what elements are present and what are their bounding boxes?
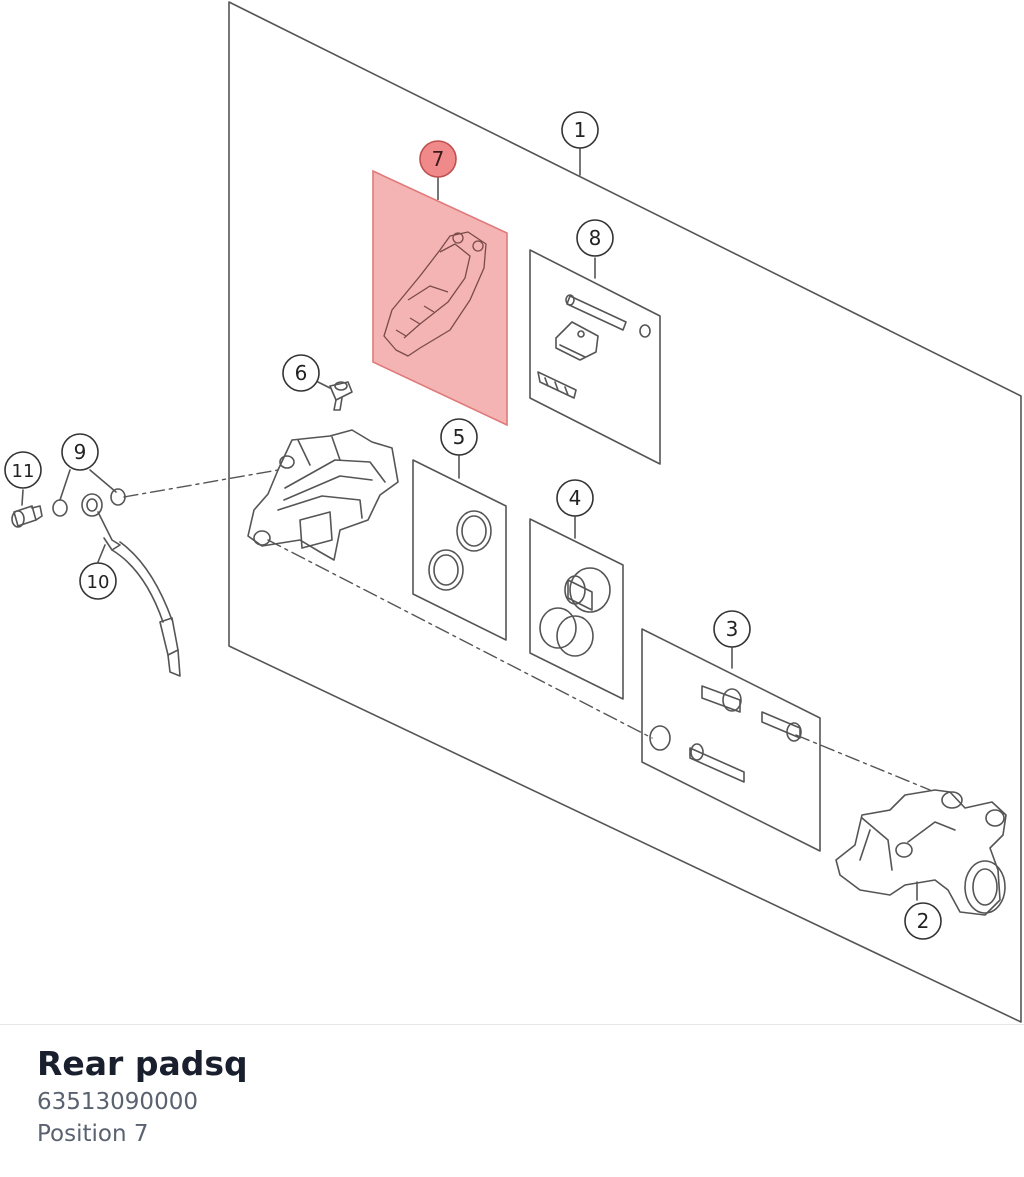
banjo-bolt xyxy=(11,505,43,528)
caliper-housing xyxy=(247,429,399,561)
callout-4-label: 4 xyxy=(569,486,582,510)
callout-5-label: 5 xyxy=(453,425,466,449)
callout-9-label: 9 xyxy=(74,440,87,464)
callout-6-label: 6 xyxy=(295,361,308,385)
caliper-carrier xyxy=(835,789,1007,916)
guide-pins xyxy=(649,685,802,783)
callout-7-label: 7 xyxy=(432,147,445,171)
callout-9[interactable]: 9 xyxy=(61,433,99,471)
callout-7[interactable]: 7 xyxy=(419,140,457,178)
callout-5[interactable]: 5 xyxy=(440,418,478,456)
callout-8-label: 8 xyxy=(589,226,602,250)
brake-pad-kit-highlight[interactable] xyxy=(372,169,508,427)
pistons xyxy=(539,567,611,657)
washer-left xyxy=(52,499,68,517)
callout-8[interactable]: 8 xyxy=(576,219,614,257)
brake-pad-shape xyxy=(383,231,487,357)
part-info-panel: Rear padsq 63513090000 Position 7 xyxy=(37,1042,248,1150)
kit-3-box xyxy=(641,628,821,852)
brake-hose xyxy=(81,493,181,677)
kit-board-outline xyxy=(228,1,1022,1023)
kit-5-box xyxy=(412,459,507,641)
exploded-diagram: 1 2 3 4 5 6 7 8 9 10 11 xyxy=(4,1,1022,1023)
bleeder-screw xyxy=(329,381,353,411)
callout-1[interactable]: 1 xyxy=(561,111,599,149)
callout-10-label: 10 xyxy=(87,572,110,593)
callout-2-label: 2 xyxy=(917,909,930,933)
divider xyxy=(0,1024,1024,1025)
part-position: Position 7 xyxy=(37,1121,149,1147)
callout-1-label: 1 xyxy=(574,118,587,142)
pad-pin-kit xyxy=(537,294,651,399)
callout-4[interactable]: 4 xyxy=(556,479,594,517)
washer-right xyxy=(110,488,126,506)
callout-6[interactable]: 6 xyxy=(282,354,320,392)
callout-2[interactable]: 2 xyxy=(904,902,942,940)
seal-rings xyxy=(428,510,492,591)
callout-10[interactable]: 10 xyxy=(79,562,117,600)
callout-3-label: 3 xyxy=(726,617,739,641)
part-name: Rear padsq xyxy=(37,1044,248,1083)
callout-11-label: 11 xyxy=(12,461,35,482)
part-number: 63513090000 xyxy=(37,1089,198,1115)
kit-8-box xyxy=(529,249,661,465)
callout-11[interactable]: 11 xyxy=(4,451,42,489)
callout-3[interactable]: 3 xyxy=(713,610,751,648)
kit-4-box xyxy=(529,518,624,700)
